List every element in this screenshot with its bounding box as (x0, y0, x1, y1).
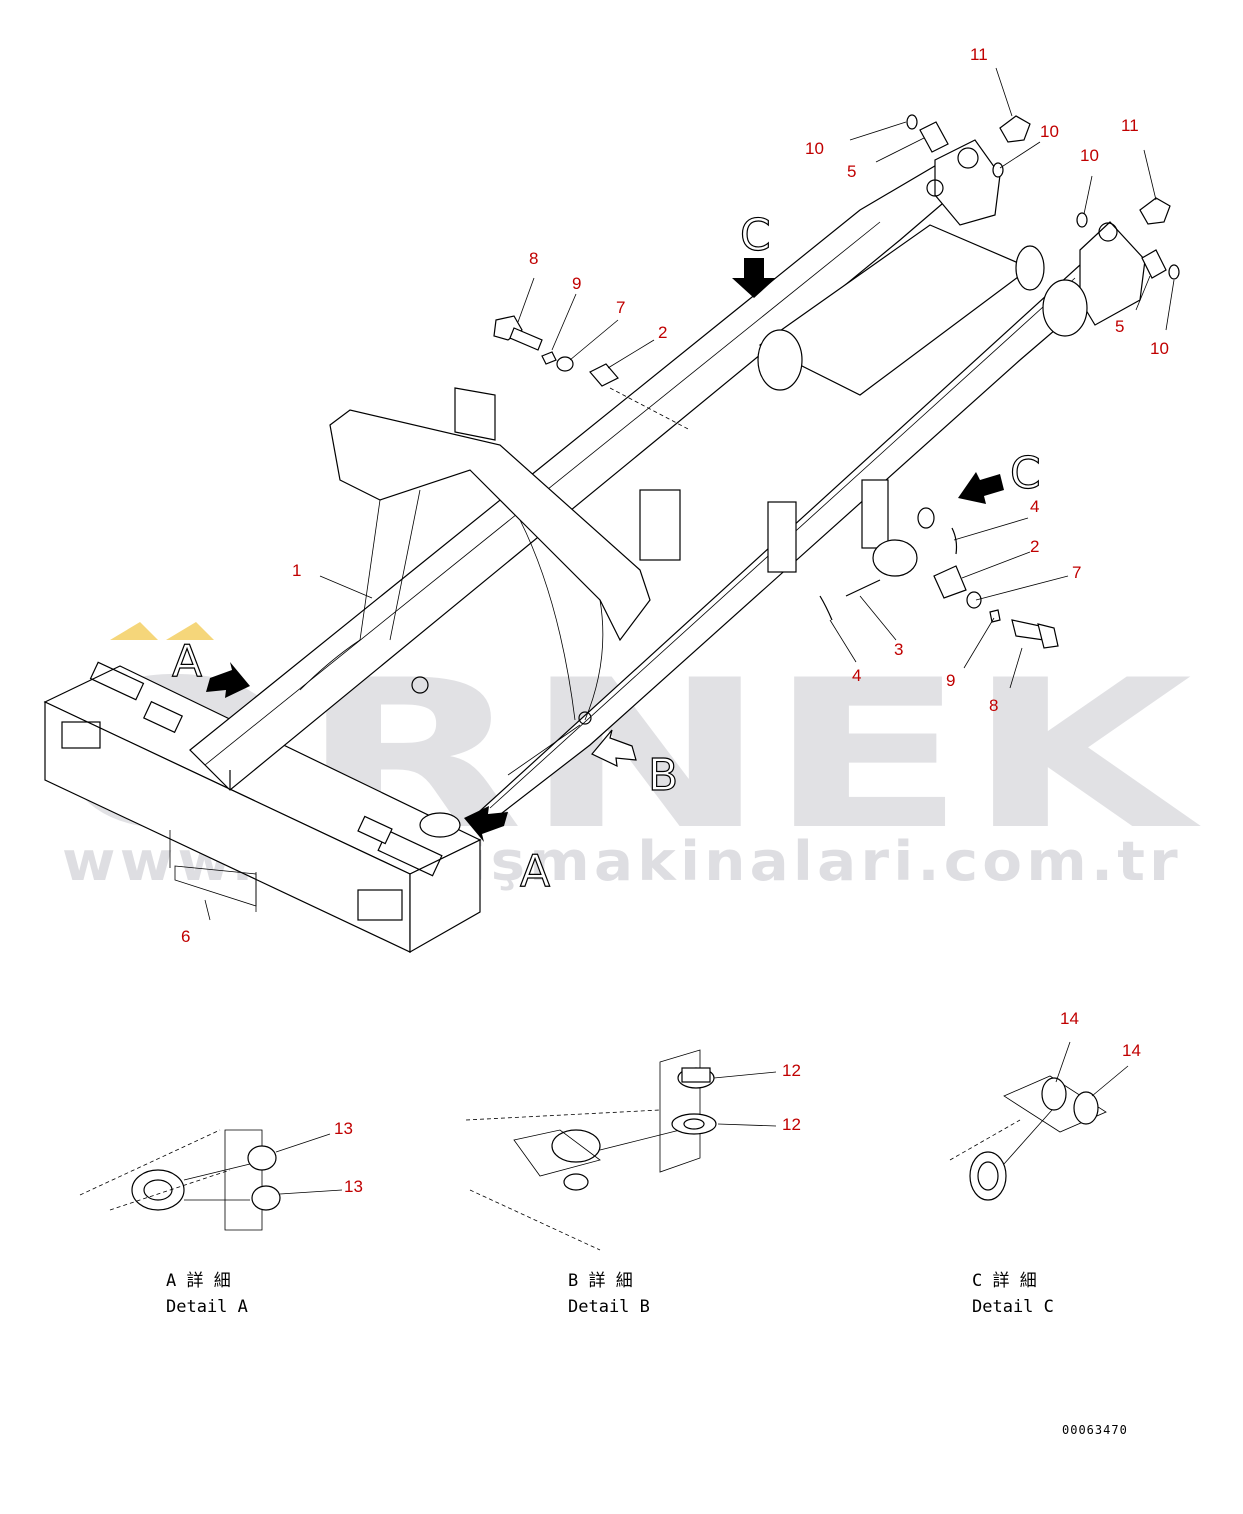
callout-4-right: 4 (1030, 497, 1039, 516)
detail-c: 14 14 C 詳 細 Detail C (949, 1009, 1141, 1317)
detail-b-title-jp: B 詳 細 (568, 1271, 633, 1291)
callout-7-right: 7 (1072, 563, 1081, 582)
callout-10-lower-right: 10 (1150, 339, 1169, 358)
cotter-4-lower (819, 595, 833, 621)
right-pivot-boss (1042, 279, 1088, 337)
callout-12-lower: 12 (782, 1115, 801, 1134)
bushing-13-upper (247, 1145, 277, 1171)
callout-5-right: 5 (1115, 317, 1124, 336)
watermark-accent-right (166, 622, 214, 640)
washer-7-right (966, 591, 982, 609)
arrow-c-right (958, 472, 1004, 504)
lock-plate-9-top (541, 351, 557, 365)
grease-fitting-11-left (999, 115, 1031, 143)
pin-2-top (589, 363, 619, 387)
pin-5-left (919, 121, 949, 153)
left-pivot-ear (934, 139, 1001, 226)
rear-beam-side (409, 839, 481, 954)
view-label-a-bottom: A (520, 846, 550, 897)
flange-12-lower (671, 1113, 717, 1135)
callout-4-lower: 4 (852, 666, 861, 685)
detail-b-title-en: Detail B (568, 1297, 650, 1317)
lock-plate-9-right (989, 609, 1001, 623)
callout-3: 3 (894, 640, 903, 659)
oring-10-right (1168, 264, 1180, 280)
callout-12-upper: 12 (782, 1061, 801, 1080)
callout-9-right: 9 (946, 671, 955, 690)
leader-lines (204, 67, 1175, 921)
grease-fitting-11-right (1139, 197, 1171, 225)
callout-14-left: 14 (1060, 1009, 1079, 1028)
pin-2-right (933, 565, 967, 599)
frame-assembly (43, 139, 1146, 954)
callout-10-left: 10 (805, 139, 824, 158)
callout-9-top: 9 (572, 274, 581, 293)
callout-1: 1 (292, 561, 301, 580)
rod-3 (845, 579, 881, 597)
arrow-a-bottom (464, 806, 508, 842)
callout-11-right: 11 (1121, 116, 1139, 135)
pin-5-right (1141, 249, 1167, 279)
arrow-a-top (206, 662, 250, 698)
washer-7-top (556, 356, 574, 372)
exploded-parts (493, 114, 1180, 649)
callout-8-right: 8 (989, 696, 998, 715)
callout-2-right: 2 (1030, 537, 1039, 556)
right-pivot-ear (1079, 221, 1146, 326)
cotter-4-right (951, 527, 958, 555)
bushing-14-left (1041, 1077, 1067, 1111)
callout-13-upper: 13 (334, 1119, 353, 1138)
view-label-a-top: A (172, 636, 202, 687)
washer-4-right (917, 507, 935, 529)
view-arrows (206, 258, 1004, 842)
oring-10-left (906, 114, 918, 130)
callout-13-lower: 13 (344, 1177, 363, 1196)
callout-14-right: 14 (1122, 1041, 1141, 1060)
callout-2-top: 2 (658, 323, 667, 342)
bushing-14-right (1073, 1091, 1099, 1125)
callout-10-upper-right: 10 (1080, 146, 1099, 165)
detail-c-title-en: Detail C (972, 1297, 1054, 1317)
callout-numbers: 1 2 2 3 4 4 5 5 6 7 7 8 8 9 9 10 10 10 1… (181, 45, 1169, 946)
view-label-c-top: C (740, 210, 771, 261)
detail-c-title-jp: C 詳 細 (972, 1271, 1037, 1291)
mast-plate (454, 387, 496, 441)
callout-11-left: 11 (970, 45, 988, 64)
callout-6: 6 (181, 927, 190, 946)
detail-b: 12 12 B 詳 細 Detail B (465, 1049, 801, 1317)
detail-a-title-jp: A 詳 細 (166, 1271, 231, 1291)
arrow-c-top (732, 258, 776, 298)
detail-a: 13 13 A 詳 細 Detail A (79, 1119, 363, 1317)
bushing-13-lower (251, 1185, 281, 1211)
view-label-c-right: C (1010, 448, 1041, 499)
callout-10-center: 10 (1040, 122, 1059, 141)
watermark-accent-left (110, 622, 158, 640)
drawing-number: 00063470 (1062, 1423, 1128, 1437)
callout-7-top: 7 (616, 298, 625, 317)
front-mast (329, 409, 651, 642)
detail-a-title-en: Detail A (166, 1297, 248, 1317)
arrow-b (591, 729, 637, 768)
callout-5-left: 5 (847, 162, 856, 181)
callout-8-top: 8 (529, 249, 538, 268)
view-label-b: B (648, 750, 678, 801)
